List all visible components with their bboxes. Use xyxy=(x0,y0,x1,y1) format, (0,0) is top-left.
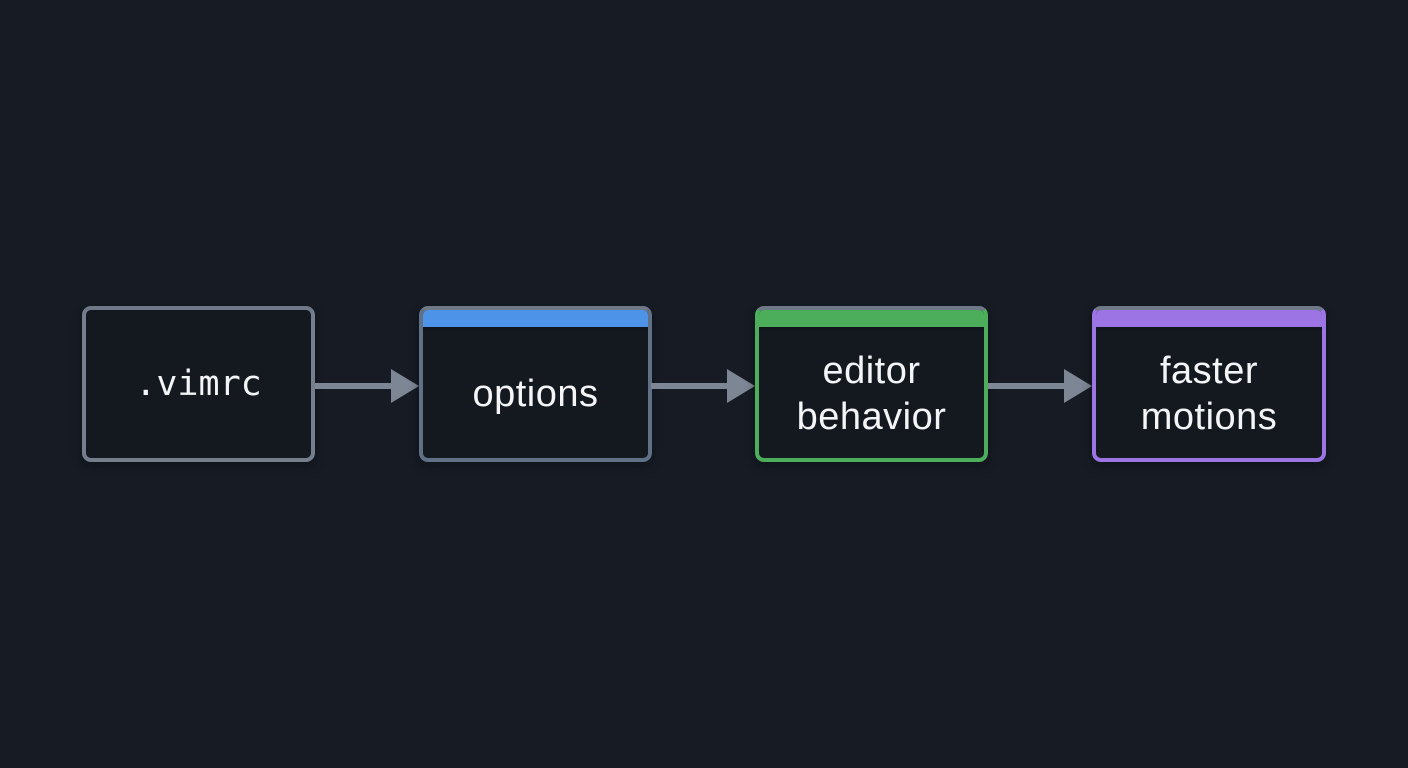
node-header-bar xyxy=(759,310,984,330)
node-vimrc: .vimrc xyxy=(82,306,315,462)
node-options: options xyxy=(419,306,652,462)
node-label: options xyxy=(472,372,599,415)
arrow-head-icon xyxy=(391,369,419,403)
node-body: editor behavior xyxy=(759,330,984,458)
node-body: options xyxy=(423,330,648,458)
arrow-shaft xyxy=(315,383,397,389)
node-body: faster motions xyxy=(1096,330,1322,458)
node-editor-behavior: editor behavior xyxy=(755,306,988,462)
node-body: .vimrc xyxy=(86,310,311,458)
node-faster-motions: faster motions xyxy=(1092,306,1326,462)
node-header-bar xyxy=(1096,310,1322,330)
flow-arrow xyxy=(988,369,1092,403)
node-header-bar xyxy=(423,310,648,330)
arrow-head-icon xyxy=(727,369,755,403)
node-label: .vimrc xyxy=(135,363,262,404)
arrow-shaft xyxy=(988,383,1070,389)
flow-arrow xyxy=(315,369,419,403)
arrow-head-icon xyxy=(1064,369,1092,403)
node-label: editor behavior xyxy=(796,349,947,438)
arrow-shaft xyxy=(651,383,733,389)
flow-arrow xyxy=(651,369,755,403)
node-label: faster motions xyxy=(1140,349,1278,438)
